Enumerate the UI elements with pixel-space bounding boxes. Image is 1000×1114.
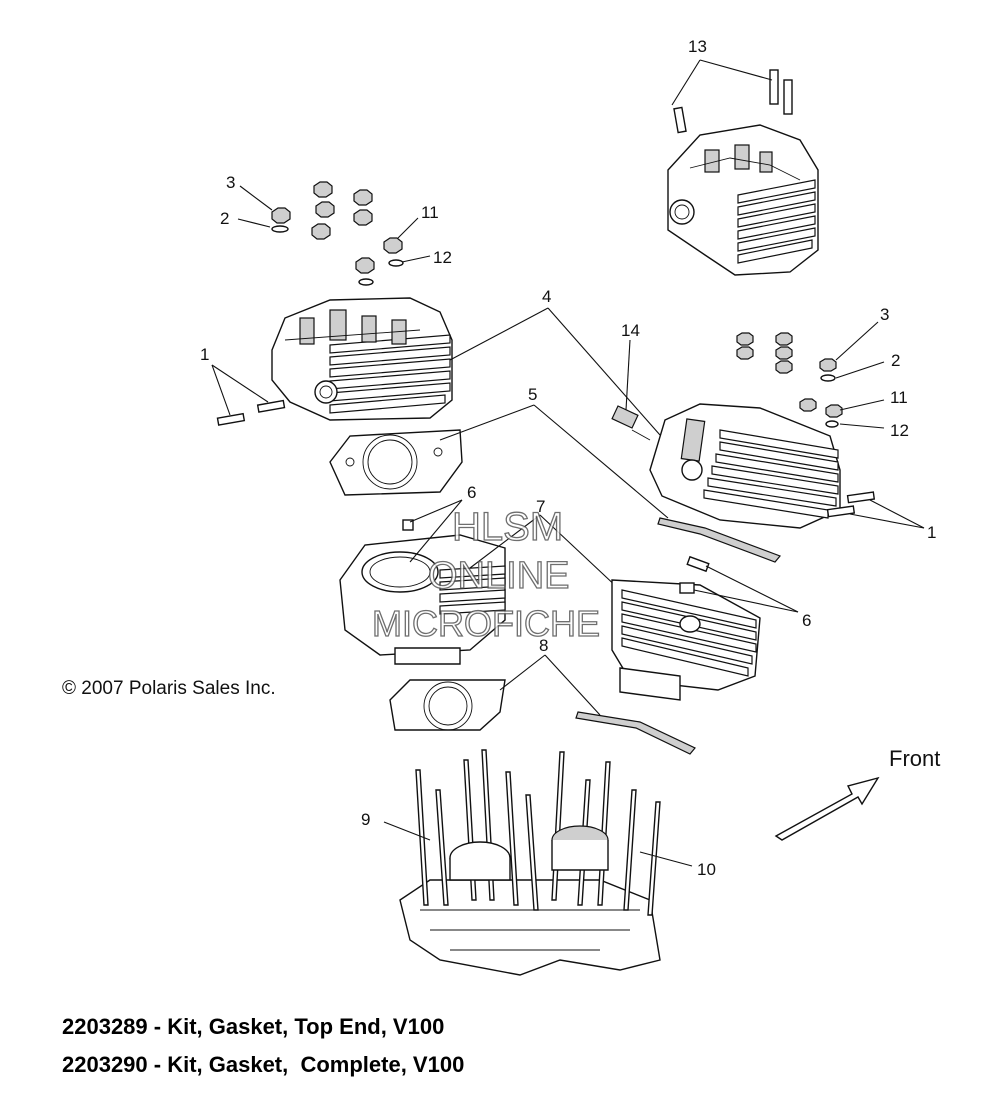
callout-9: 9 <box>361 810 370 829</box>
callout-6-left: 6 <box>467 483 476 502</box>
leader-8-rear <box>544 654 601 716</box>
dowel-pin-1-left <box>211 364 286 426</box>
leader-6-left-b <box>409 499 463 563</box>
dowel-6-right <box>679 555 799 613</box>
head-nuts <box>237 181 431 286</box>
leader-8-front <box>499 654 546 691</box>
leader-5-front <box>439 404 535 441</box>
base-gasket-front <box>389 679 506 731</box>
base-gasket-rear <box>575 711 696 755</box>
callout-4: 4 <box>542 287 551 306</box>
head-gasket-rear <box>657 517 782 563</box>
head-gasket-front <box>329 429 463 496</box>
rear-cylinder-head-side <box>649 403 841 529</box>
valve-guide-13 <box>671 59 793 134</box>
leader-7-front <box>469 514 541 569</box>
callout-10: 10 <box>697 860 716 879</box>
leader-6-left <box>409 499 463 523</box>
callout-3-right: 3 <box>880 305 889 324</box>
callout-13: 13 <box>688 37 707 56</box>
front-label: Front <box>889 746 941 771</box>
rear-cylinder <box>611 579 761 701</box>
callout-3-left: 3 <box>226 173 235 192</box>
callout-5: 5 <box>528 385 537 404</box>
callout-1-right: 1 <box>927 523 936 542</box>
crankcase-assembly <box>399 749 661 976</box>
callout-14: 14 <box>621 321 640 340</box>
leader-5-rear <box>533 404 669 519</box>
front-cylinder-head <box>271 297 453 421</box>
watermark-line-3: MICROFICHE <box>372 603 600 644</box>
callout-2-left: 2 <box>220 209 229 228</box>
leader-4-rear <box>547 307 661 436</box>
callout-6-right: 6 <box>802 611 811 630</box>
callout-12-right: 12 <box>890 421 909 440</box>
callout-11-left: 11 <box>421 203 439 222</box>
callout-2-right: 2 <box>891 351 900 370</box>
callout-8: 8 <box>539 636 548 655</box>
leader-7-rear <box>539 514 621 591</box>
watermark-line-1: HLSM <box>452 505 563 549</box>
kit-line-complete: 2203290 - Kit, Gasket, Complete, V100 <box>62 1052 465 1077</box>
copyright-notice: © 2007 Polaris Sales Inc. <box>62 678 276 699</box>
callout-12-left: 12 <box>433 248 452 267</box>
kit-line-top-end: 2203289 - Kit, Gasket, Top End, V100 <box>62 1014 445 1039</box>
leader-4-front <box>449 307 549 361</box>
leader-9 <box>383 821 431 841</box>
watermark: HLSM ONLINE MICROFICHE <box>371 504 600 644</box>
front-cylinder <box>339 519 506 665</box>
watermark-line-2: ONLINE <box>428 555 569 597</box>
head-nuts-right <box>736 321 885 429</box>
temperature-sensor-14 <box>611 339 651 441</box>
leader-10 <box>639 851 693 867</box>
callout-11-right: 11 <box>890 388 908 407</box>
front-direction-arrow <box>774 776 880 841</box>
dowel-pin-1-right <box>826 491 925 529</box>
callout-7: 7 <box>536 497 545 516</box>
callout-1-left: 1 <box>200 345 209 364</box>
rear-cylinder-head <box>667 124 819 276</box>
